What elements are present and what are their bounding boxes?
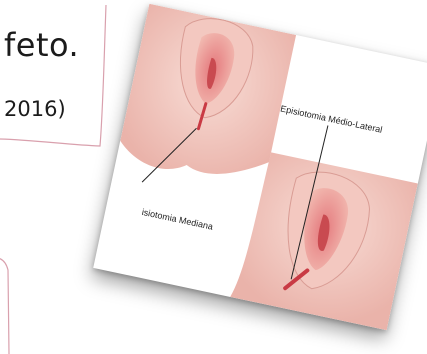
text-box-border [0,5,106,146]
text-box-border-lower [0,258,9,354]
